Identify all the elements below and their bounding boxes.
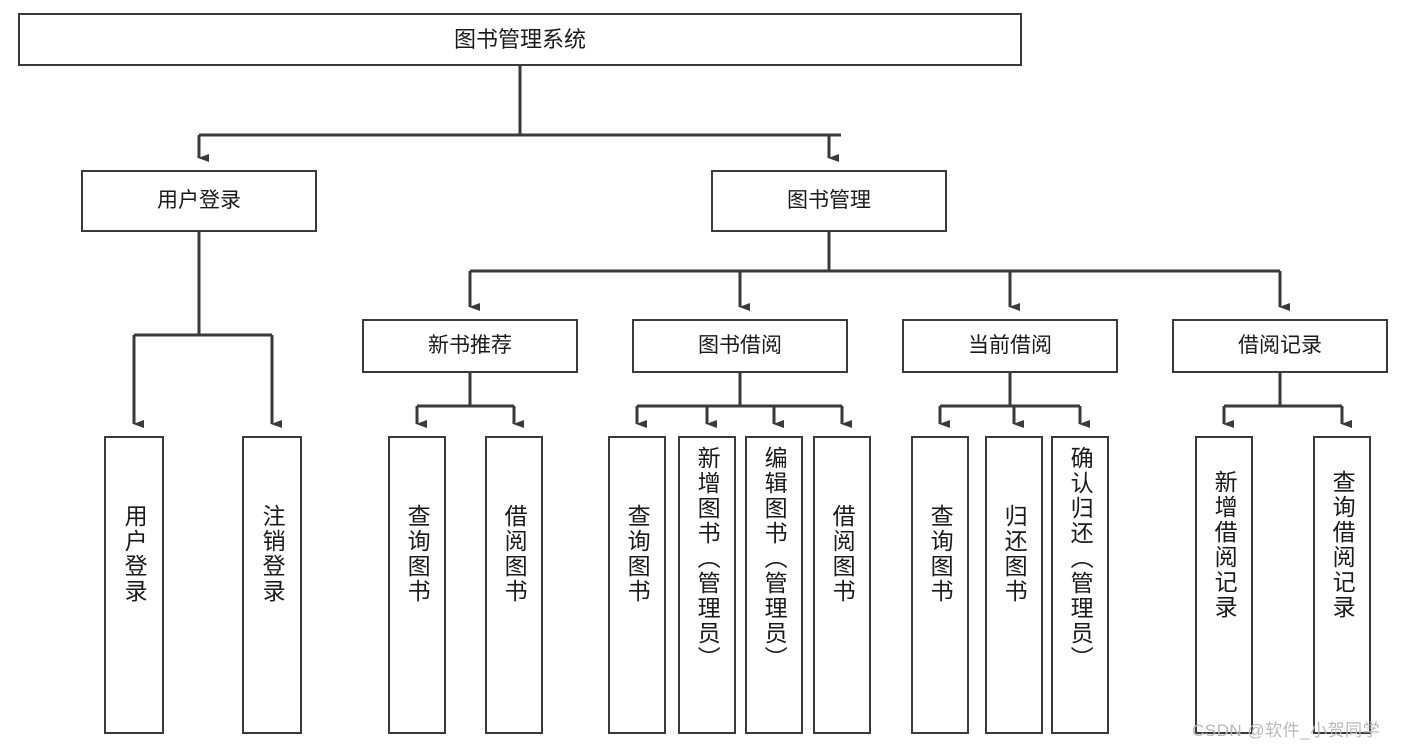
node-leaf-query-borrow-record[interactable]: 查询借阅记录 — [1313, 436, 1371, 734]
node-leaf-return-book[interactable]: 归还图书 — [985, 436, 1043, 734]
node-new-book-recommend[interactable]: 新书推荐 — [362, 319, 578, 373]
node-leaf-add-borrow-record[interactable]: 新增借阅记录 — [1195, 436, 1253, 734]
node-leaf-edit-book-admin[interactable]: 编辑图书（管理员） — [745, 436, 803, 734]
node-user-login[interactable]: 用户登录 — [81, 170, 317, 232]
node-root[interactable]: 图书管理系统 — [18, 13, 1022, 66]
node-leaf-user-login[interactable]: 用户登录 — [104, 436, 164, 734]
node-leaf-user-login-label: 用户登录 — [121, 504, 148, 604]
node-leaf-query-book-recommend-label: 查询图书 — [404, 504, 431, 604]
node-leaf-query-book-borrow[interactable]: 查询图书 — [608, 436, 666, 734]
node-leaf-add-book-admin-label: 新增图书（管理员） — [694, 446, 721, 671]
node-leaf-add-borrow-record-label: 新增借阅记录 — [1211, 470, 1238, 620]
node-leaf-borrow-book[interactable]: 借阅图书 — [813, 436, 871, 734]
node-book-borrow[interactable]: 图书借阅 — [632, 319, 848, 373]
node-current-borrow[interactable]: 当前借阅 — [902, 319, 1118, 373]
node-leaf-query-book-current-label: 查询图书 — [927, 504, 954, 604]
node-new-book-recommend-label: 新书推荐 — [428, 333, 512, 357]
node-leaf-edit-book-admin-label: 编辑图书（管理员） — [761, 446, 788, 671]
node-leaf-query-borrow-record-label: 查询借阅记录 — [1329, 470, 1356, 620]
node-leaf-confirm-return-admin[interactable]: 确认归还（管理员） — [1051, 436, 1109, 734]
node-leaf-borrow-book-label: 借阅图书 — [829, 504, 856, 604]
node-book-management[interactable]: 图书管理 — [711, 170, 947, 232]
node-leaf-query-book-current[interactable]: 查询图书 — [911, 436, 969, 734]
node-leaf-logout-label: 注销登录 — [259, 504, 286, 604]
node-leaf-return-book-label: 归还图书 — [1001, 504, 1028, 604]
node-borrow-record-label: 借阅记录 — [1238, 333, 1322, 357]
node-leaf-confirm-return-admin-label: 确认归还（管理员） — [1067, 446, 1094, 671]
node-book-borrow-label: 图书借阅 — [698, 333, 782, 357]
node-leaf-add-book-admin[interactable]: 新增图书（管理员） — [678, 436, 736, 734]
node-current-borrow-label: 当前借阅 — [968, 333, 1052, 357]
node-leaf-borrow-book-recommend[interactable]: 借阅图书 — [485, 436, 543, 734]
node-leaf-query-book-borrow-label: 查询图书 — [624, 504, 651, 604]
node-book-management-label: 图书管理 — [787, 188, 871, 212]
node-leaf-logout[interactable]: 注销登录 — [242, 436, 302, 734]
node-leaf-query-book-recommend[interactable]: 查询图书 — [388, 436, 446, 734]
node-user-login-label: 用户登录 — [157, 188, 241, 212]
node-leaf-borrow-book-recommend-label: 借阅图书 — [501, 504, 528, 604]
node-root-label: 图书管理系统 — [453, 26, 586, 52]
node-borrow-record[interactable]: 借阅记录 — [1172, 319, 1388, 373]
